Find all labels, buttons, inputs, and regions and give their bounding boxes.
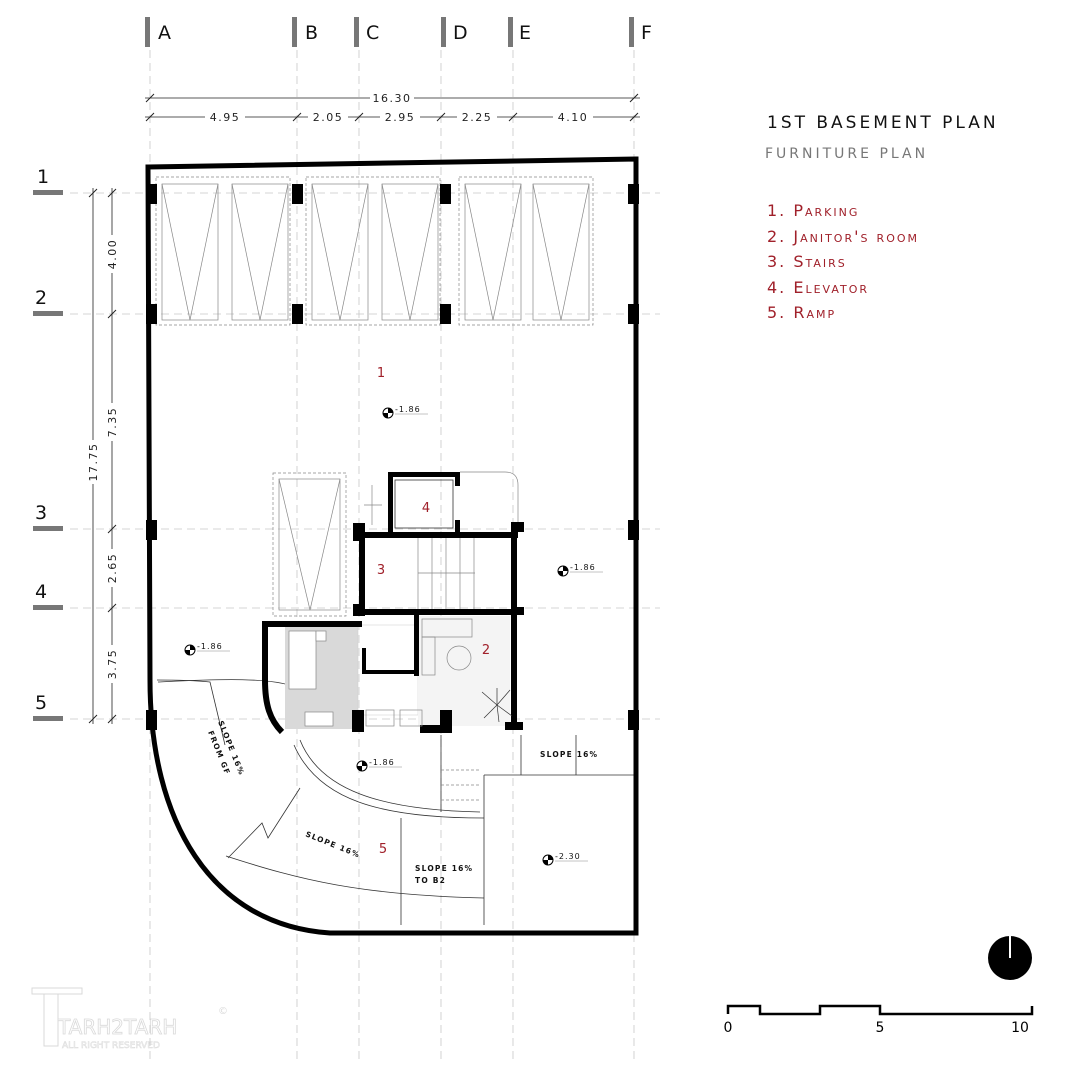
slope-note: SLOPE 16%: [415, 864, 473, 873]
level-marker-icon: -1.86: [356, 758, 402, 772]
scale-bar: 0 5 10: [724, 1004, 1034, 1036]
svg-text:-1.86: -1.86: [395, 405, 421, 414]
scale-label: 0: [724, 1020, 733, 1036]
north-arrow-icon: [988, 936, 1032, 980]
grid-column-label: F: [641, 22, 652, 44]
grid-row-label: 1: [37, 166, 49, 188]
slope-note: SLOPE 16%: [304, 830, 361, 860]
legend: 1. Parking 2. Janitor's room 3. Stairs 4…: [767, 201, 919, 322]
svg-text:©: ©: [218, 1006, 228, 1017]
span-dimension: 3.75: [106, 649, 119, 680]
room-number-ramp: 5: [379, 842, 387, 857]
plan-title: 1ST BASEMENT PLAN: [767, 113, 999, 133]
outer-wall: [145, 156, 639, 936]
grid-column-label: E: [519, 22, 531, 44]
structural-columns: [146, 184, 639, 730]
grid-column-markers: A B C D E F: [145, 17, 652, 47]
room-number-parking: 1: [377, 366, 385, 381]
plan-subtitle: FURNITURE PLAN: [765, 146, 928, 162]
level-marker-icon: -1.86: [184, 642, 230, 656]
grid-lines: [70, 50, 660, 1060]
grid-row-markers: 1 2 3 4 5: [33, 166, 63, 721]
parking-spaces: [155, 176, 594, 617]
grid-row-label: 5: [35, 692, 47, 714]
legend-item: 1. Parking: [767, 201, 859, 220]
grid-row-label: 4: [35, 581, 47, 603]
overall-width-dimension: 16.30: [373, 92, 412, 105]
elevation-markers: -1.86 -1.86 -1.86 -1.86 -2.30: [184, 405, 603, 866]
svg-text:ALL RIGHT RESERVED: ALL RIGHT RESERVED: [62, 1041, 160, 1051]
grid-row-label: 2: [35, 287, 47, 309]
level-marker-icon: -1.86: [382, 405, 428, 419]
span-dimension: 4.95: [210, 111, 241, 124]
grid-column-label: D: [453, 22, 468, 44]
svg-text:-1.86: -1.86: [197, 642, 223, 651]
level-marker-icon: -1.86: [557, 563, 603, 577]
span-dimension: 4.00: [106, 239, 119, 270]
scale-label: 5: [876, 1020, 885, 1036]
span-dimension: 2.65: [106, 553, 119, 584]
scale-label: 10: [1011, 1020, 1029, 1036]
level-marker-icon: -2.30: [542, 852, 588, 866]
legend-item: 3. Stairs: [767, 252, 847, 271]
grid-column-label: A: [158, 22, 171, 44]
span-dimension: 2.05: [313, 111, 344, 124]
core: [262, 471, 524, 735]
plant-icon: [481, 688, 513, 723]
dimension-lines: 16.30 4.95 2.05 2.95 2.25 4.10 17.75 4.0…: [86, 91, 640, 724]
span-dimension: 7.35: [106, 407, 119, 438]
legend-item: 4. Elevator: [767, 278, 869, 297]
span-dimension: 4.10: [558, 111, 589, 124]
room-number-stairs: 3: [377, 563, 385, 578]
span-dimension: 2.95: [385, 111, 416, 124]
grid-column-label: B: [305, 22, 318, 44]
legend-item: 2. Janitor's room: [767, 227, 919, 246]
grid-column-label: C: [366, 22, 379, 44]
slope-note: SLOPE 16%: [540, 750, 598, 759]
watermark-logo: TARH2TARH ALL RIGHT RESERVED ©: [31, 987, 228, 1051]
room-number-elevator: 4: [422, 501, 430, 516]
grid-row-label: 3: [35, 502, 47, 524]
svg-text:TARH2TARH: TARH2TARH: [57, 1015, 177, 1039]
svg-text:-2.30: -2.30: [555, 852, 581, 861]
svg-text:-1.86: -1.86: [570, 563, 596, 572]
room-number-janitor: 2: [482, 643, 490, 658]
legend-item: 5. Ramp: [767, 303, 836, 322]
ramp: [156, 679, 634, 925]
overall-depth-dimension: 17.75: [87, 443, 100, 482]
span-dimension: 2.25: [462, 111, 493, 124]
svg-text:-1.86: -1.86: [369, 758, 395, 767]
slope-note: TO B2: [415, 876, 446, 885]
